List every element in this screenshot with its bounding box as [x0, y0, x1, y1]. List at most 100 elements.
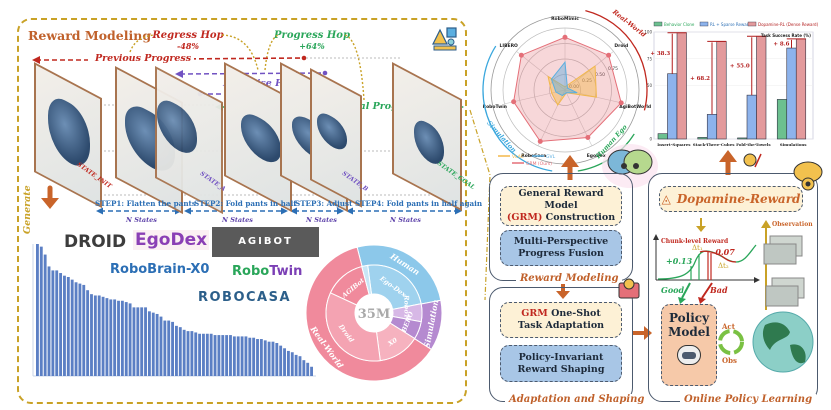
- distribution-bar: [209, 333, 213, 376]
- distribution-bar: [128, 303, 132, 376]
- step-3-label: STEP3: Adjust: [295, 199, 353, 208]
- distribution-bar: [82, 284, 86, 376]
- distribution-bar: [47, 266, 51, 376]
- reward-shaping-box[interactable]: Policy-Invariant Reward Shaping: [500, 345, 622, 382]
- distribution-bar: [105, 298, 109, 376]
- brain-mascot-icon: [600, 140, 660, 190]
- task-adaptation-line1: GRM One-Shot: [521, 308, 601, 320]
- step-4-states: N States: [390, 216, 421, 224]
- reward-modeling-group-label: Reward Modeling: [516, 273, 623, 284]
- radar-series-vlac: [547, 65, 597, 107]
- distribution-bar: [198, 333, 202, 376]
- legend-label: Behavior Clone: [664, 22, 695, 27]
- radar-axis-label: EgoDex: [587, 153, 606, 159]
- distribution-bar: [275, 343, 279, 376]
- radar-axis-label: LIBERO: [500, 43, 519, 49]
- radar-group-arc: [482, 45, 553, 172]
- radar-ring-label: 0.25: [582, 78, 592, 84]
- distribution-bar: [259, 339, 263, 376]
- distribution-bar: [109, 299, 113, 376]
- radar-series-gvl: [550, 60, 578, 97]
- progress-hop-label: Progress Hop +64%: [272, 30, 352, 52]
- distribution-bar: [120, 300, 124, 376]
- distribution-bar: [167, 320, 171, 376]
- progress-fusion-line2: Progress Fusion: [518, 248, 604, 259]
- dopamine-reward-label: Dopamine-Reward: [676, 192, 801, 206]
- policy-model-box[interactable]: Policy Model: [661, 304, 717, 386]
- radar-axis-label: RoboMimic: [551, 16, 579, 22]
- radar-ring-label: 0.00: [569, 84, 579, 90]
- reward-shaping-line2: Reward Shaping: [517, 363, 605, 375]
- legend-label: GRM (Ours): [526, 161, 552, 167]
- grm-construction-box[interactable]: General Reward Model (GRM) Construction: [500, 186, 622, 226]
- egodex-logo: EgoDex: [133, 230, 210, 250]
- radar-point: [606, 52, 612, 58]
- growth-chart-icon: [743, 151, 763, 169]
- progress-fusion-line1: Multi-Perspective: [513, 236, 609, 247]
- distribution-bar: [175, 325, 178, 376]
- distribution-bar: [36, 244, 39, 376]
- radar-axis-label: RoboTwin: [483, 104, 507, 110]
- obs-label: Obs: [722, 356, 737, 365]
- distribution-bar: [213, 335, 217, 376]
- y-tick-label: 75: [647, 56, 653, 61]
- grm-highlight: (GRM): [506, 212, 543, 223]
- distribution-bar: [136, 307, 140, 376]
- distribution-bar: [70, 279, 74, 376]
- delta-t2-label: Δt₂: [718, 262, 729, 270]
- reward-modeling-panel: [17, 18, 467, 404]
- globe: [752, 311, 814, 373]
- step-2-states: N States: [222, 216, 253, 224]
- step-1-label: STEP1: Flatten the pants: [95, 199, 196, 208]
- legend-label: VLAC: [512, 154, 524, 160]
- distribution-bar: [163, 320, 167, 376]
- distribution-bar: [90, 294, 93, 376]
- dopamine-reward-box[interactable]: ◬ Dopamine-Reward: [659, 186, 803, 212]
- model-label: Model: [668, 325, 710, 339]
- policy-label: Policy: [668, 311, 710, 325]
- observation-frames: [763, 235, 805, 307]
- potential-progress-label: Potential Progress: [318, 101, 423, 112]
- distribution-bar: [190, 331, 194, 376]
- distribution-bar: [279, 345, 283, 376]
- distribution-bar: [117, 300, 120, 376]
- distribution-bar: [252, 337, 256, 376]
- distribution-bar: [232, 336, 236, 376]
- observation-label: Observation: [772, 221, 813, 228]
- radar-ring-label: 0.50: [595, 72, 605, 78]
- gain-annotation: + 38.3: [650, 51, 670, 57]
- distribution-bar: [97, 295, 101, 376]
- bad-label: Bad: [710, 285, 728, 295]
- task-adaptation-box[interactable]: GRM One-Shot Task Adaptation: [500, 302, 622, 338]
- progress-fusion-box[interactable]: Multi-Perspective Progress Fusion: [500, 230, 622, 266]
- radar-ring-label: 0.75: [608, 66, 618, 72]
- radar-spoke: [537, 89, 566, 146]
- x-tick-label: Insert-Squares: [657, 142, 691, 147]
- gain-annotation: + 55.0: [730, 64, 750, 70]
- distribution-bar: [194, 332, 198, 376]
- act-label: Act: [722, 322, 735, 331]
- distribution-bar: [101, 296, 105, 376]
- progress-hop-value: +64%: [299, 41, 325, 51]
- distribution-bar: [182, 329, 186, 376]
- step-1-states: N States: [126, 216, 157, 224]
- distribution-bar: [217, 335, 221, 376]
- grm-construction-post: Construction: [545, 212, 616, 223]
- step-2-label: STEP2: Fold pants in half: [194, 199, 297, 208]
- bar-chart-title: Task Success Rate (%): [761, 33, 811, 38]
- distribution-bar: [267, 341, 271, 376]
- task-adaptation-post: One-Shot: [551, 308, 601, 319]
- gain-annotation: + 8.6: [773, 41, 789, 47]
- legend-swatch: [653, 21, 663, 27]
- previous-progress-label: Previous Progress: [92, 53, 195, 64]
- sunburst-center-label: 35M: [358, 307, 390, 322]
- book-icon: [618, 278, 640, 299]
- chunk-reward-label: Chunk-level Reward: [661, 238, 729, 245]
- distribution-bar: [221, 335, 225, 376]
- distribution-bar: [186, 331, 190, 376]
- step-4-label: STEP4: Fold pants in half again: [355, 199, 483, 208]
- distribution-bar: [155, 313, 159, 376]
